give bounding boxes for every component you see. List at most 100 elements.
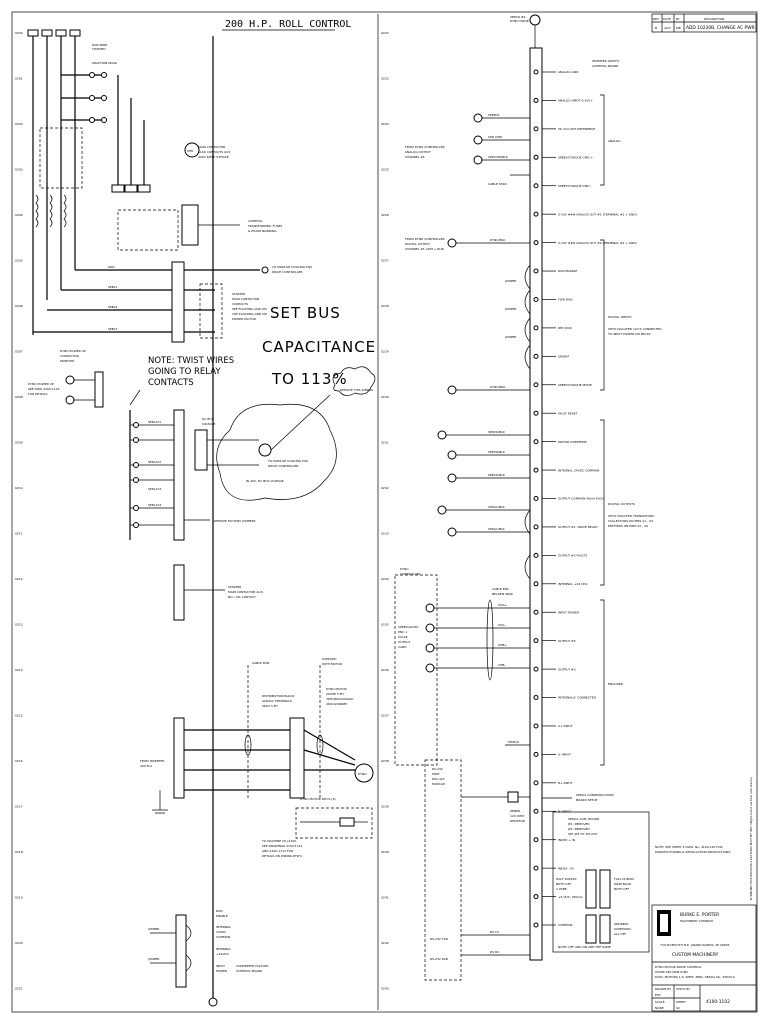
terminal-pin-label: OUTPUT COMMON 45mA EACH (558, 497, 604, 501)
wire-sebl2: SEBL1 (108, 285, 118, 289)
terminal-pin-label: +5 VDC, 250mA (558, 895, 583, 899)
dyno-motor-4: 460V/200RPM (326, 702, 347, 706)
terminal-pin-label: COMMON (558, 923, 572, 927)
terminal-pin (533, 723, 539, 729)
drive-header-tag (529, 14, 541, 26)
port-4: MODULE (432, 782, 445, 786)
ladder-number-left: 0206 (15, 304, 23, 308)
terminal-pin-label: REV RUN (558, 326, 572, 330)
relay-wire-1: SERLAY1 (148, 420, 161, 424)
ladder-number-left: 0213 (15, 623, 23, 627)
ladder-number-left: 0203 (15, 168, 23, 172)
terminal-pin-label: A- INPUT (558, 753, 571, 757)
address-2: SCHEMATIC (614, 927, 631, 931)
ladder-number-left: 0218 (15, 850, 23, 854)
wire-tag-rstx: RS TX (490, 930, 499, 934)
terminal-pin (533, 126, 539, 132)
port-3: RS2-422 (432, 777, 445, 781)
inverter-board-1: INVERTER (RIGHT) (592, 59, 619, 63)
terminal-pin (533, 695, 539, 701)
set-bus-1: SET BUS (270, 304, 341, 322)
bottom-left-jumpers (150, 914, 218, 1007)
revision-block (651, 13, 757, 33)
run-enable-1: RUN (216, 909, 223, 913)
ladder-number-right: 0235 (381, 623, 389, 627)
fan2-1: TO MODULE COOLING FAN (267, 459, 308, 463)
cable-run-label: CABLE RUN (252, 661, 269, 665)
ladder-number-left: 0209 (15, 441, 23, 445)
to-machine-4: DETAILS ON WIRING RTD'S (262, 854, 302, 858)
ladder-number-right: 0242 (381, 941, 389, 945)
ladder-number-left: 0216 (15, 759, 23, 763)
to-machine-1: TO MACHINE I/O (4100- (261, 839, 297, 843)
supplied-1: SUPPLIED (322, 657, 337, 661)
motor-power-section (152, 665, 374, 814)
distrib-1: DISTRIBUTION BLOCK (262, 694, 296, 698)
ladder-number-right: 0228 (381, 304, 389, 308)
input-power-1: INPUT (216, 964, 225, 968)
twisted-note-2: TWISTED (91, 47, 106, 51)
terminal-pin-label: B+ INPUT (558, 781, 573, 785)
terminal-pin-label: ANALOG GND (558, 70, 579, 74)
digital-outputs-note-1: OPTO ISOLATED TRANSISTORS (608, 514, 654, 518)
group-brackets (600, 94, 605, 766)
jumper-r3: JUMPER (504, 335, 516, 339)
starter-6: POWER FACTOR (232, 317, 256, 321)
wire-tag-chb-: CHB- (498, 663, 506, 667)
wire-tag-speed1: SPEED1 (488, 113, 500, 117)
int-common-2: 24VDC (216, 930, 226, 934)
digital-outputs-note-3: EMITTERS ON PINS 43 - 44 (608, 524, 648, 528)
ladder-number-left: 0217 (15, 805, 23, 809)
terminal-pin-label: 0-10V ### ANALOG OUT #2 (TERMINAL #2 + G… (558, 241, 637, 245)
distrib-3: 460V 3 PH (262, 704, 278, 708)
tx-2: RS-232 RXD (430, 957, 449, 961)
terminal-pin (533, 780, 539, 786)
ladder-number-right: 0240 (381, 850, 389, 854)
relay-wire-4: SERLAY4 (148, 503, 161, 507)
ladder-number-left: 0208 (15, 395, 23, 399)
terminal-pin-label: INPUT POWER (558, 610, 579, 614)
ladder-number-left: 0200 (15, 31, 23, 35)
relay-contact-rows (129, 409, 210, 541)
dyno-power-block (65, 371, 104, 408)
starter-1: STARTER (232, 292, 245, 296)
terminal-pin (533, 638, 539, 644)
field-6: EPC (655, 993, 661, 997)
from-inverter-1: FROM INVERTER (140, 759, 164, 763)
int-24v-2: +24VDC (216, 952, 229, 956)
plot-stamp: D:\PROJECTS\4100\4100-1102.DWG PLOT BY: … (749, 777, 753, 900)
analog-label: ANALOG (608, 139, 621, 143)
serial-board-2: JP1: REMOVED (567, 822, 590, 826)
main-contactor-2: ALSO CONTACTS AUX (198, 150, 230, 154)
dyno-motor-2: 200HP 3 PH (326, 692, 344, 696)
twisted-note-1: RUN WIRE (92, 43, 107, 47)
terminal-pin-label: MOTOR OVERTEMP (558, 440, 587, 444)
ladder-number-right: 0237 (381, 714, 389, 718)
relay-wire-3: SERLAY3 (148, 487, 161, 491)
field-4: SHEET (676, 1000, 686, 1004)
field-1: DRAWN BY (655, 987, 671, 991)
supplied-2: WITH MOTOR (322, 662, 342, 666)
wire-sebl1: GRD (108, 265, 115, 269)
ladder-number-right: 0230 (381, 395, 389, 399)
note-sheet-2: MANUFACTURING & INSTALLATION INSTRUCTION… (655, 850, 731, 854)
port-1: RS-232 (432, 767, 443, 771)
drive-header-1: SERVO #2 (510, 15, 526, 19)
terminal-pin-label: OUTPUT #5 (558, 639, 576, 643)
jumper-left-2: JUMPER (147, 957, 159, 961)
jumper-left-1: JUMPER (147, 927, 159, 931)
terminal-pin-label: INTERNAL +24 VDC (558, 582, 588, 586)
terminal-pin-label: OUTPUT #3 (558, 667, 576, 671)
inverter-board-2: CONTROL BOARD (592, 64, 619, 68)
drive-header-2: DYNO DRIVE (510, 19, 529, 23)
desc-1: DYNO MOTOR DRIVE CONTROL (655, 965, 702, 969)
ladder-number-left: 0211 (15, 532, 23, 536)
terminal-pin (533, 240, 539, 246)
terminal-pin-label: A+ INPUT (558, 724, 573, 728)
duplex-2: BOTH OFF (556, 882, 571, 886)
company-address: 730 PLYMOUTH N.E. GRAND RAPIDS, MI 49505 (660, 943, 730, 947)
wire-sebl3: SEBL2 (108, 305, 118, 309)
terminal-pin (533, 268, 539, 274)
